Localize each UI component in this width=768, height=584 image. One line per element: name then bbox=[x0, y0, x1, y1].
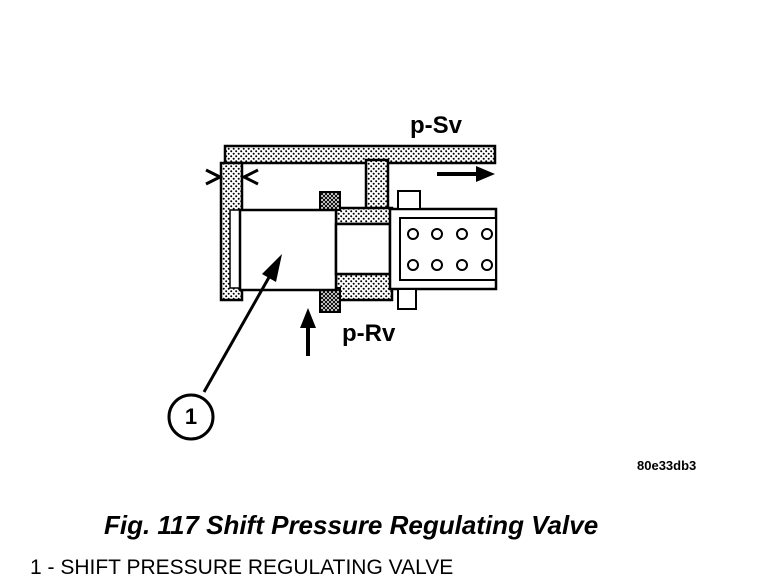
upper-channel bbox=[223, 144, 497, 165]
valve-spool bbox=[238, 208, 392, 292]
outflow-arrow-icon bbox=[437, 166, 495, 182]
callout-circle bbox=[167, 393, 215, 441]
feed-channel bbox=[364, 158, 390, 212]
orifice-marks bbox=[205, 168, 259, 186]
callout-number: 1 bbox=[184, 404, 198, 429]
callout-leader bbox=[202, 254, 282, 393]
spring-coils bbox=[407, 228, 493, 271]
pressure-label-bottom: p-Rv bbox=[342, 320, 396, 347]
figure-legend: 1 - SHIFT PRESSURE REGULATING VALVE bbox=[30, 556, 454, 579]
pressure-label-top: p-Sv bbox=[410, 112, 463, 139]
figure-title: Fig. 117 Shift Pressure Regulating Valve bbox=[104, 510, 599, 540]
inflow-arrow-icon bbox=[300, 308, 316, 356]
spring-chamber bbox=[388, 190, 498, 310]
figure-code: 80e33db3 bbox=[637, 458, 697, 473]
